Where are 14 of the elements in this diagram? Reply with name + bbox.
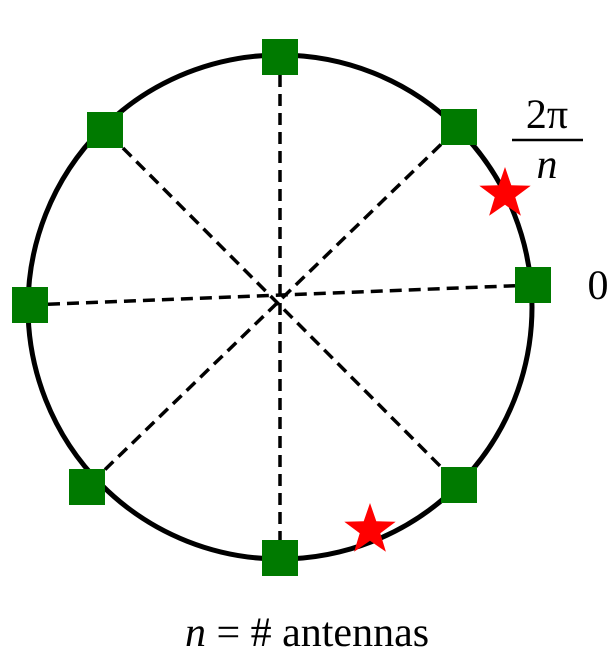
- antenna-square: [441, 467, 477, 503]
- antenna-square: [12, 287, 48, 323]
- antenna-square: [441, 109, 477, 145]
- dashed-line: [48, 284, 516, 306]
- antenna-square: [515, 267, 551, 303]
- antenna-square: [262, 540, 298, 576]
- antenna-square: [69, 469, 105, 505]
- dashed-line: [278, 75, 282, 540]
- angle-label: 0: [588, 265, 608, 307]
- antenna-square: [87, 112, 123, 148]
- antenna-square: [262, 39, 298, 75]
- caption-text: n = # antennas: [184, 612, 430, 654]
- fraction-text: n: [536, 144, 558, 186]
- fraction-text: 2π: [526, 94, 568, 136]
